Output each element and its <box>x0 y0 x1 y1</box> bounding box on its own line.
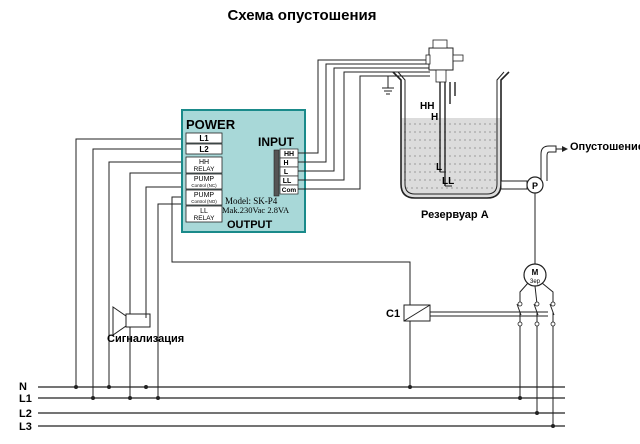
terminal-l2 <box>185 143 223 155</box>
alarm-label: Сигнализация <box>107 333 184 345</box>
controller-left-terminals: L1 L2 HH RELAY PUMP Control (NC) PUMP Co… <box>185 132 223 223</box>
level-probe: HH H L LL <box>420 39 464 187</box>
power-bus <box>38 386 565 427</box>
level-hh-label: HH <box>420 101 434 112</box>
bus-junctions <box>74 385 555 428</box>
tank-label: Резервуар А <box>421 209 489 221</box>
contact-terminals <box>517 301 556 327</box>
terminal-hh-relay <box>185 156 223 174</box>
terminal-input-l <box>279 166 299 177</box>
terminal-l2-label: L2 <box>199 145 209 154</box>
terminal-ll-relay-line1: LL <box>200 208 208 215</box>
outlet-label: Опустошение <box>570 141 640 153</box>
terminal-pump-no <box>185 189 223 206</box>
tank-reservoir-a: Резервуар А <box>392 71 510 221</box>
terminal-l1-label: L1 <box>199 134 209 143</box>
outlet-arrow: Опустошение <box>556 141 640 153</box>
level-l-label: L <box>436 162 442 173</box>
motor-feed <box>516 282 555 426</box>
controller-output-label: OUTPUT <box>227 219 273 231</box>
controller-input-terminals: HH H L LL Com <box>273 148 299 197</box>
controller-power-label: POWER <box>186 117 236 132</box>
pump-symbol: P <box>532 181 538 191</box>
controller-rating: Mak.230Vac 2.8VA <box>222 205 290 215</box>
motor: M 3ep <box>523 193 547 287</box>
level-ll-label: LL <box>442 176 454 187</box>
terminal-pump-nc-line1: PUMP <box>194 176 215 183</box>
bus-label-l3: L3 <box>19 421 32 433</box>
bus-label-n: N <box>19 381 27 393</box>
terminal-hh-relay-line1: HH <box>199 159 209 166</box>
terminal-input-h-label: H <box>283 160 288 167</box>
terminal-l1 <box>185 132 223 144</box>
bus-label-l1: L1 <box>19 393 32 405</box>
bus-label-l2: L2 <box>19 408 32 420</box>
terminal-ll-relay-line2: RELAY <box>194 215 215 222</box>
terminal-input-com-label: Com <box>282 187 297 194</box>
controller-model: Model: SK-P4 <box>225 196 278 206</box>
terminal-ll-relay <box>185 205 223 223</box>
motor-phases: 3ep <box>530 279 541 285</box>
terminal-input-l-label: L <box>284 169 289 176</box>
outlet-pipe <box>500 145 557 190</box>
controller-input-label: INPUT <box>258 135 295 149</box>
motor-letter: M <box>532 268 539 277</box>
pump-unit: P <box>526 176 544 194</box>
terminal-pump-no-line1: PUMP <box>194 192 215 199</box>
water-texture <box>404 123 498 189</box>
terminal-input-hh-label: HH <box>284 151 294 158</box>
terminal-pump-nc <box>185 173 223 190</box>
level-h-label: H <box>431 112 438 123</box>
terminal-input-ll-label: LL <box>283 178 292 185</box>
terminal-hh-relay-line2: RELAY <box>194 166 215 173</box>
alarm-horn: Сигнализация <box>107 306 184 398</box>
diagram-title: Схема опустошения <box>227 7 376 24</box>
contactor-c1: C1 <box>386 304 548 322</box>
terminal-pump-nc-line2: Control (NC) <box>191 183 217 188</box>
contactor-label: C1 <box>386 308 400 320</box>
terminal-pump-no-line2: Control (NO) <box>191 199 217 204</box>
probe-wires <box>298 59 430 190</box>
